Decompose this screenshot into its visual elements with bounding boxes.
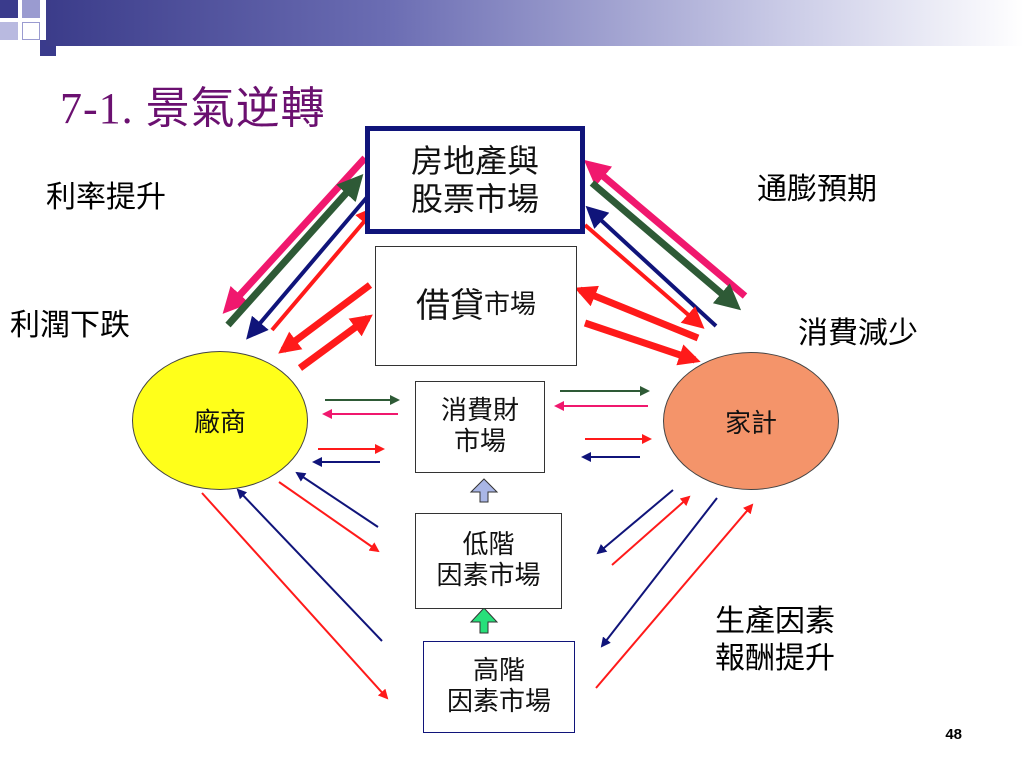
page-number: 48 — [945, 726, 962, 743]
up-arrow-low-factor — [469, 607, 499, 634]
household-node: 家計 — [663, 352, 839, 490]
realestate-stock-market-box: 房地產與 股票市場 — [365, 126, 585, 234]
up-arrow-consumer — [469, 478, 499, 503]
label-factor-reward-up: 生產因素 報酬提升 — [715, 604, 835, 676]
loan-market-main: 借貸 — [415, 285, 484, 326]
arrow-green-to-stock — [225, 174, 364, 328]
label-profit-down: 利潤下跌 — [10, 308, 130, 343]
arrow-red-firm-to-loan — [297, 314, 373, 371]
arrow-red-to-household — [583, 223, 705, 329]
firm-label: 廠商 — [193, 408, 246, 438]
arrow-pink-to-stock — [583, 159, 748, 299]
corner-square-2 — [22, 0, 40, 18]
low-factor-market-box: 低階 因素市場 — [415, 513, 562, 609]
corner-square-3 — [0, 22, 18, 40]
arrow-pink-to-firm — [222, 155, 368, 314]
arrow-red-to-stock — [270, 205, 378, 332]
arrow-navy-to-stock — [585, 205, 718, 328]
arrow-red-loan-to-firm — [278, 282, 373, 354]
corner-square-4 — [22, 22, 40, 40]
corner-square-1 — [0, 0, 18, 18]
firm-node: 廠商 — [132, 351, 308, 490]
consumer-goods-market-box: 消費財 市場 — [415, 381, 545, 473]
arrow-red-household-to-loan — [574, 285, 700, 342]
label-inflation-expectation: 通膨預期 — [757, 172, 877, 207]
loan-market-box: 借貸市場 — [375, 246, 577, 366]
label-interest-up: 利率提升 — [46, 180, 166, 215]
page-title: 7-1. 景氣逆轉 — [60, 84, 326, 133]
title-bar-gradient — [46, 0, 1024, 46]
household-label: 家計 — [724, 408, 777, 439]
arrow-red-loan-to-household — [583, 319, 701, 366]
arrow-green-to-household — [589, 180, 742, 311]
high-factor-market-box: 高階 因素市場 — [423, 641, 575, 733]
label-consumption-down: 消費減少 — [798, 316, 918, 351]
loan-market-sub: 市場 — [483, 290, 536, 321]
arrow-navy-to-firm — [246, 194, 370, 340]
